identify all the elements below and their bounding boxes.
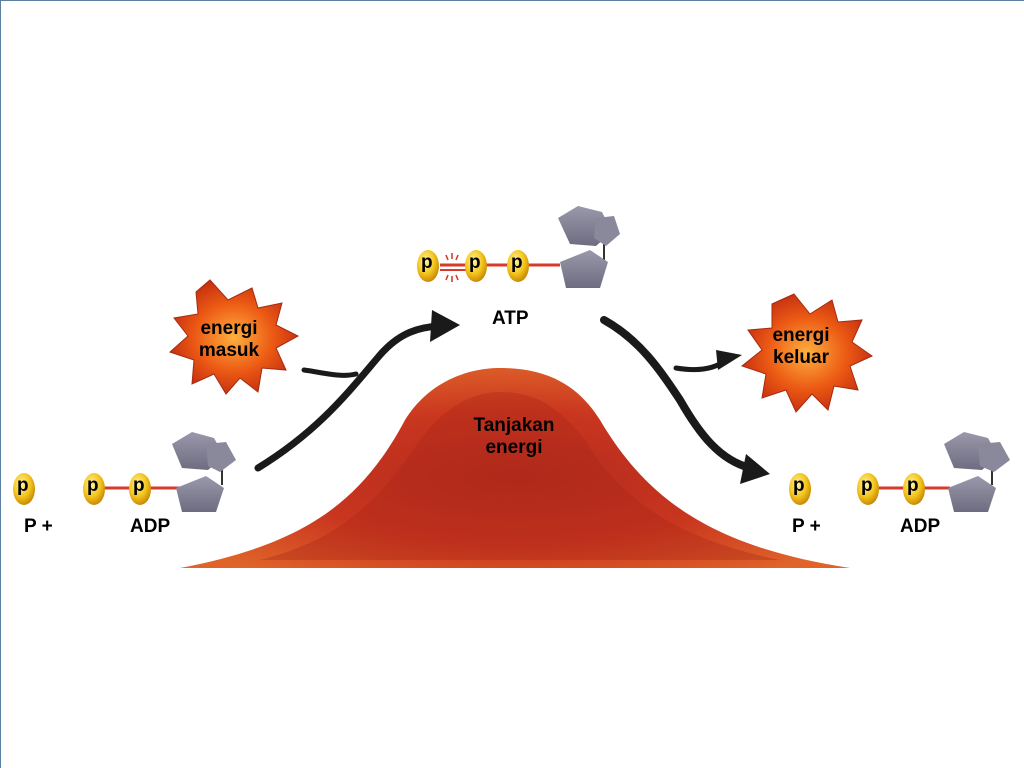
p-plus-left-label: P + <box>24 516 53 537</box>
energy-in-label: energi masuk <box>186 318 272 362</box>
adp-left-label: ADP <box>130 516 171 537</box>
arrow-energy-out-icon <box>673 350 742 373</box>
phosphate-icon <box>417 250 439 282</box>
energy-out-line-1: energi <box>772 325 830 346</box>
arrow-small-in-icon <box>301 367 359 378</box>
energy-in-line-1: energi <box>200 318 258 339</box>
phosphate-icon <box>507 250 529 282</box>
adp-left-phosphate-2-label: p <box>133 475 145 496</box>
adp-right-phosphate-1-label: p <box>861 475 873 496</box>
energy-hill-highlight <box>260 392 780 560</box>
energy-out-burst-icon <box>740 293 874 413</box>
energy-hill-label: Tanjakan energi <box>452 415 576 459</box>
adenosine-icon <box>172 432 236 512</box>
adp-right-phosphate-2-label: p <box>907 475 919 496</box>
energy-in-burst-icon <box>169 279 300 395</box>
phosphate-icon <box>13 473 35 505</box>
free-phosphate-right-label: p <box>793 475 805 496</box>
adp-left-molecule <box>96 432 236 512</box>
arrow-down-curved-icon <box>600 316 770 484</box>
phosphate-icon <box>129 473 151 505</box>
atp-phosphate-1-label: p <box>421 252 433 273</box>
atp-phosphate-2-label: p <box>469 252 481 273</box>
adp-right-label: ADP <box>900 516 941 537</box>
energy-hill <box>180 368 850 568</box>
p-plus-right-label: P + <box>792 516 821 537</box>
energy-out-label: energi keluar <box>756 325 846 369</box>
adp-right-molecule <box>866 432 1010 512</box>
energy-in-line-2: masuk <box>198 340 260 361</box>
free-phosphate-left-label: p <box>17 475 29 496</box>
phosphate-icon <box>857 473 879 505</box>
phosphate-icon <box>465 250 487 282</box>
atp-phosphate-3-label: p <box>511 252 523 273</box>
adenosine-icon <box>558 206 620 288</box>
phosphate-icons <box>13 250 925 505</box>
atp-molecule <box>440 206 620 288</box>
phosphate-icon <box>83 473 105 505</box>
adp-left-phosphate-1-label: p <box>87 475 99 496</box>
adenosine-icon <box>944 432 1010 512</box>
broken-bond-icon <box>445 253 459 282</box>
energy-out-line-2: keluar <box>773 347 829 368</box>
phosphate-icon <box>789 473 811 505</box>
arrow-up-curved-icon <box>254 310 460 472</box>
energy-hill-line-1: Tanjakan <box>473 415 555 436</box>
phosphate-icon <box>903 473 925 505</box>
atp-label: ATP <box>492 308 529 329</box>
energy-hill-line-2: energi <box>485 437 543 458</box>
